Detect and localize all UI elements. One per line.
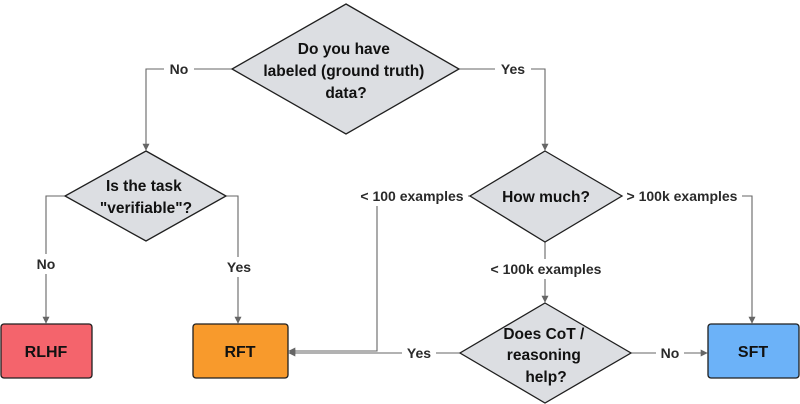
decision-how-much: How much? [468,150,624,243]
edge-how-much-many [622,195,756,324]
decision-verifiable: Is the task "verifiable"? [63,150,228,242]
edge-how-much-few [288,195,470,355]
outcome-rft-label: RFT [224,344,255,361]
svg-text:No: No [37,256,56,272]
decision-labeled-line-3: data? [325,85,366,102]
decision-labeled-line-1: Do you have [298,41,391,58]
svg-text:Is the task "verifiable": Is the task "verifiable"? [100,178,192,217]
decision-verifiable-line-1: Is the task [106,178,182,195]
edge-label-cot-no: No [656,343,684,363]
svg-text:No: No [661,345,680,361]
svg-text:Yes: Yes [227,259,251,275]
outcome-rlhf: RLHF [0,323,93,379]
svg-text:Yes: Yes [501,61,525,77]
outcome-rft: RFT [192,323,289,379]
outcome-sft-label: SFT [738,344,768,361]
decision-cot-line-1: Does CoT / [503,326,585,343]
svg-text:Do you have labeled (gro: Do you have labeled (ground truth) data? [263,41,428,102]
outcome-rlhf-label: RLHF [25,344,68,361]
edge-label-cot-yes: Yes [402,343,436,363]
edge-label-verifiable-no: No [32,254,60,274]
svg-text:No: No [170,61,189,77]
edge-label-labeled-yes: Yes [495,59,531,79]
svg-text:< 100 examples: < 100 examples [360,188,463,204]
svg-text:< 100k examples: < 100k examples [491,261,602,277]
svg-text:Yes: Yes [407,345,431,361]
edge-label-how-much-mid: < 100k examples [486,259,606,279]
edge-verifiable-yes [226,195,242,324]
edge-label-labeled-no: No [164,59,194,79]
edge-verifiable-no [42,195,65,324]
edge-label-how-much-few: < 100 examples [356,186,468,206]
decision-cot: Does CoT / reasoning help? [458,302,633,404]
edge-label-verifiable-yes: Yes [222,257,256,277]
decision-labeled-line-2: labeled (ground truth) [263,63,424,80]
svg-text:Does CoT / reasoning: Does CoT / reasoning help? [503,326,588,386]
svg-text:How much?: How much? [502,189,590,206]
outcome-sft: SFT [707,323,800,379]
decision-labeled-data: Do you have labeled (ground truth) data? [230,3,461,135]
decision-cot-line-2: reasoning [507,347,581,364]
decision-how-much-line-1: How much? [502,189,590,206]
decision-verifiable-line-2: "verifiable"? [100,200,192,217]
svg-text:> 100k examples: > 100k examples [627,188,738,204]
edge-labeled-yes [459,68,549,151]
decision-cot-line-3: help? [525,369,566,386]
edge-label-how-much-many: > 100k examples [622,186,742,206]
edge-labeled-no [142,68,232,151]
